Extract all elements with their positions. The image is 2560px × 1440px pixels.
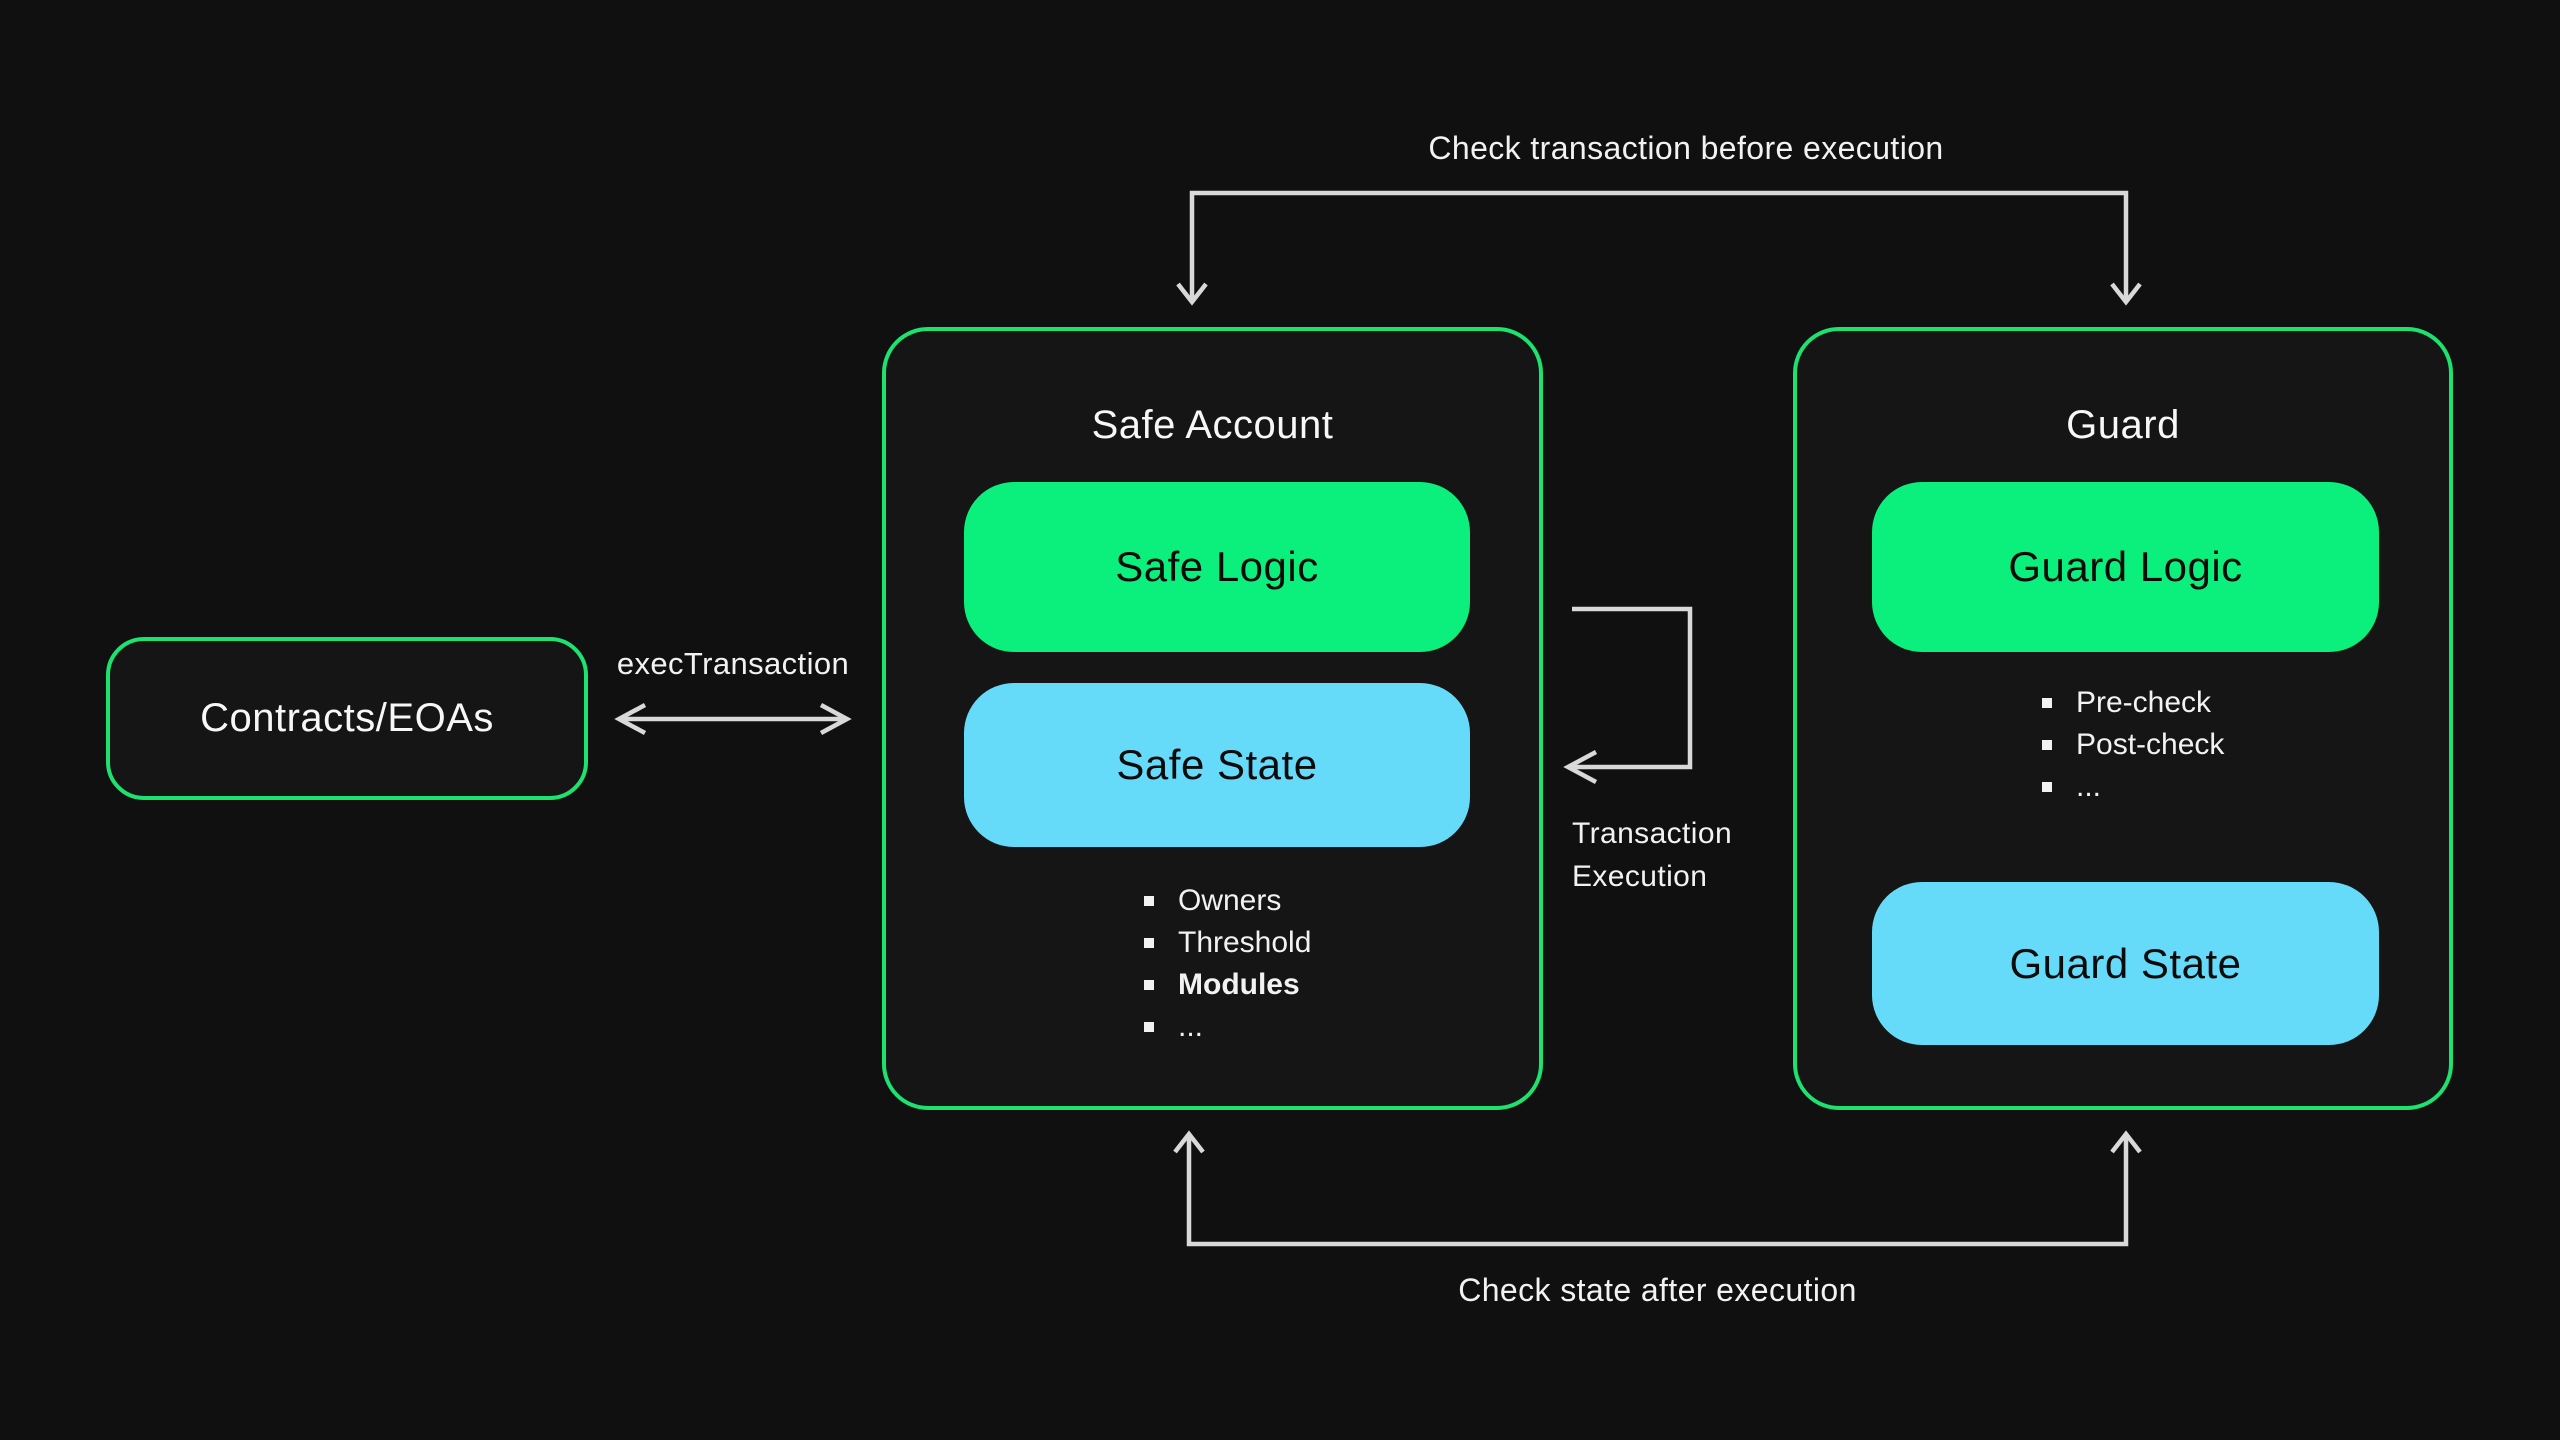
safe-state-bullet-list: Owners Threshold Modules ... <box>1144 880 1311 1048</box>
list-item-label: ... <box>2076 770 2102 803</box>
safe-logic-box: Safe Logic <box>964 482 1470 652</box>
square-bullet-icon <box>2042 740 2052 750</box>
list-item-label: Owners <box>1178 884 1282 917</box>
safe-state-label: Safe State <box>1116 741 1318 788</box>
square-bullet-icon <box>2042 782 2052 792</box>
transaction-execution-arrow <box>1563 606 1693 784</box>
contracts-eoas-node: Contracts/EOAs <box>106 637 588 800</box>
guard-logic-box: Guard Logic <box>1872 482 2379 652</box>
list-item-label: ... <box>1178 1010 1204 1043</box>
list-item: Modules <box>1144 964 1311 1006</box>
exec-transaction-arrow <box>614 703 852 735</box>
guard-title: Guard <box>2066 403 2180 447</box>
check-after-label: Check state after execution <box>1458 1272 1857 1308</box>
square-bullet-icon <box>2042 698 2052 708</box>
list-item: Pre-check <box>2042 682 2224 724</box>
square-bullet-icon <box>1144 896 1154 906</box>
list-item-label: Modules <box>1178 968 1300 1001</box>
contracts-eoas-label: Contracts/EOAs <box>200 696 494 740</box>
check-before-arrow <box>1176 190 2142 306</box>
guard-state-label: Guard State <box>2009 939 2242 987</box>
check-after-arrow <box>1173 1130 2142 1247</box>
list-item-label: Post-check <box>2076 728 2225 761</box>
square-bullet-icon <box>1144 1022 1154 1032</box>
check-before-label: Check transaction before execution <box>1428 130 1944 166</box>
transaction-execution-label-line1: Transaction <box>1572 817 1733 850</box>
list-item-label: Pre-check <box>2076 686 2212 719</box>
list-item: Post-check <box>2042 724 2224 766</box>
list-item: Threshold <box>1144 922 1311 964</box>
guard-logic-label: Guard Logic <box>2008 543 2243 590</box>
square-bullet-icon <box>1144 980 1154 990</box>
list-item: Owners <box>1144 880 1311 922</box>
guard-state-box: Guard State <box>1872 882 2379 1045</box>
safe-logic-label: Safe Logic <box>1115 543 1319 590</box>
list-item-label: Threshold <box>1178 926 1312 959</box>
safe-state-box: Safe State <box>964 683 1470 847</box>
transaction-execution-label-line2: Execution <box>1572 860 1708 893</box>
list-item: ... <box>1144 1006 1311 1048</box>
safe-account-node: Safe Account Safe Logic Safe State Owner… <box>882 327 1543 1110</box>
guard-logic-bullet-list: Pre-check Post-check ... <box>2042 682 2224 808</box>
guard-node: Guard Guard Logic Pre-check Post-check .… <box>1793 327 2453 1110</box>
list-item: ... <box>2042 766 2224 808</box>
transaction-execution-label: Transaction Execution <box>1572 812 1732 898</box>
safe-account-title: Safe Account <box>1091 403 1334 447</box>
square-bullet-icon <box>1144 938 1154 948</box>
exec-transaction-label: execTransaction <box>616 646 850 681</box>
